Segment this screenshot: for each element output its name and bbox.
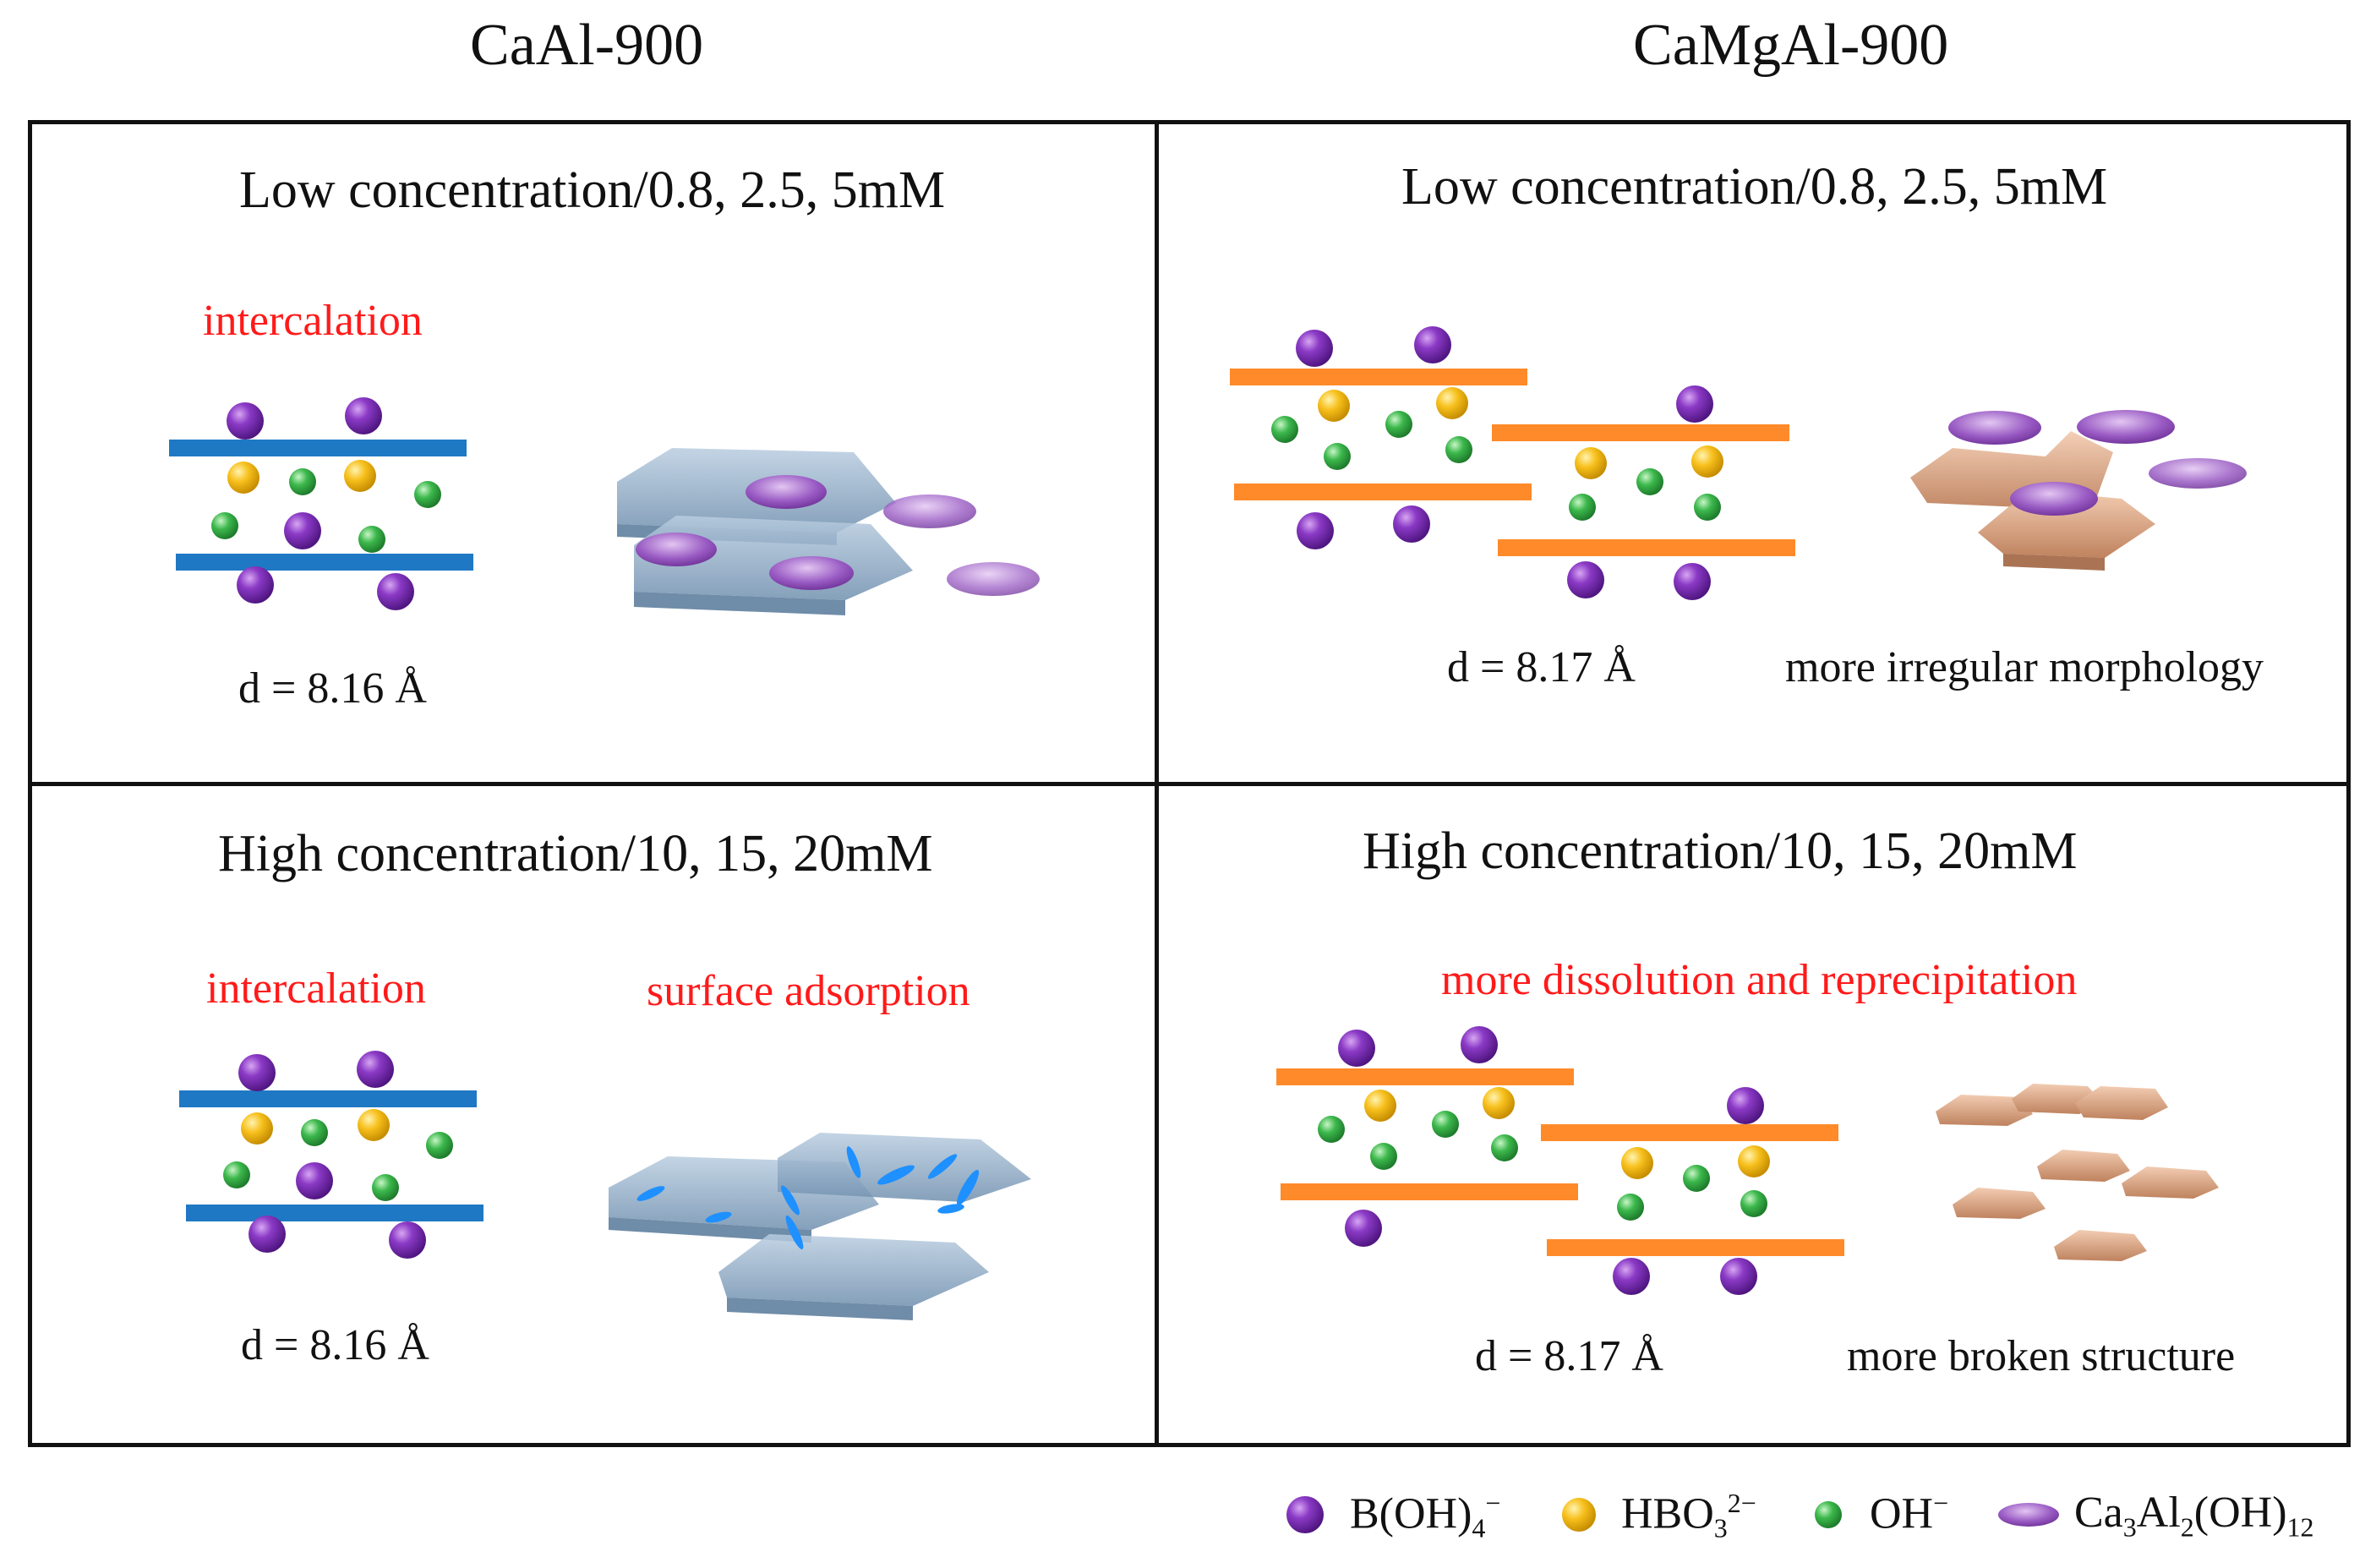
caal-disc [883, 494, 976, 528]
left-column-title: CaAl-900 [470, 13, 704, 78]
oh-ion [358, 526, 385, 553]
bottom-right-broken-platelets [1936, 1084, 2219, 1261]
bottom-left-adsorption-platelets [609, 1133, 1031, 1320]
orange-layer [1492, 424, 1789, 441]
caal-disc [746, 475, 827, 509]
caal-disc [947, 562, 1040, 596]
bottom-right-structure-note: more broken structure [1847, 1332, 2236, 1380]
b-oh4-ion [284, 512, 321, 549]
grid-horizontal-divider [28, 782, 2351, 786]
bottom-right-layer-diagram [1276, 1026, 1844, 1295]
right-column-title: CaMgAl-900 [1633, 13, 1949, 78]
top-left-intercalation-label: intercalation [203, 297, 423, 345]
top-right-layer-diagram [1230, 326, 1795, 600]
hbo3-ion [344, 460, 376, 492]
orange-layer [1498, 539, 1795, 556]
legend-hbo3-swatch [1562, 1498, 1596, 1532]
top-right-d-spacing: d = 8.17 Å [1447, 643, 1636, 691]
hbo3-ion [227, 462, 259, 494]
legend-b-oh4-label: B(OH)4− [1350, 1488, 1501, 1543]
lower-blue-layer [176, 554, 473, 571]
caal-disc [636, 533, 717, 566]
top-right-morphology-note: more irregular morphology [1785, 643, 2264, 691]
bottom-left-heading: High concentration/10, 15, 20mM [218, 825, 933, 882]
oh-ion [289, 468, 316, 495]
bottom-right-d-spacing: d = 8.17 Å [1475, 1332, 1663, 1380]
orange-layer [1230, 369, 1527, 385]
b-oh4-ion [377, 573, 414, 610]
legend-oh-label: OH− [1870, 1488, 1949, 1538]
bottom-right-heading: High concentration/10, 15, 20mM [1363, 822, 2078, 880]
top-left-d-spacing: d = 8.16 Å [238, 664, 427, 713]
bottom-left-d-spacing: d = 8.16 Å [241, 1321, 429, 1369]
bottom-right-dissolution-label: more dissolution and reprecipitation [1441, 956, 2078, 1004]
b-oh4-ion [227, 402, 264, 440]
top-right-heading: Low concentration/0.8, 2.5, 5mM [1401, 158, 2108, 216]
oh-ion [211, 512, 238, 539]
legend-hbo3-label: HBO32− [1621, 1488, 1756, 1543]
top-left-layer-diagram [169, 397, 473, 610]
top-right-irregular-platelets [1910, 410, 2247, 571]
top-left-platelet-illustration [617, 448, 1040, 615]
top-left-heading: Low concentration/0.8, 2.5, 5mM [239, 161, 946, 219]
upper-blue-layer [169, 440, 467, 456]
legend-caal-label: Ca3Al2(OH)12 [2074, 1489, 2314, 1543]
b-oh4-ion [345, 397, 382, 434]
legend-b-oh4-swatch [1286, 1496, 1324, 1533]
caal-disc [769, 556, 854, 590]
bottom-left-surface-adsorption-label: surface adsorption [647, 967, 970, 1015]
legend-caal-disc-swatch [1998, 1503, 2059, 1527]
bottom-left-intercalation-label: intercalation [206, 964, 426, 1013]
legend-oh-swatch [1815, 1501, 1842, 1528]
bottom-left-layer-diagram [179, 1051, 483, 1259]
orange-layer [1234, 484, 1532, 500]
oh-ion [414, 481, 441, 508]
b-oh4-ion [237, 566, 274, 604]
